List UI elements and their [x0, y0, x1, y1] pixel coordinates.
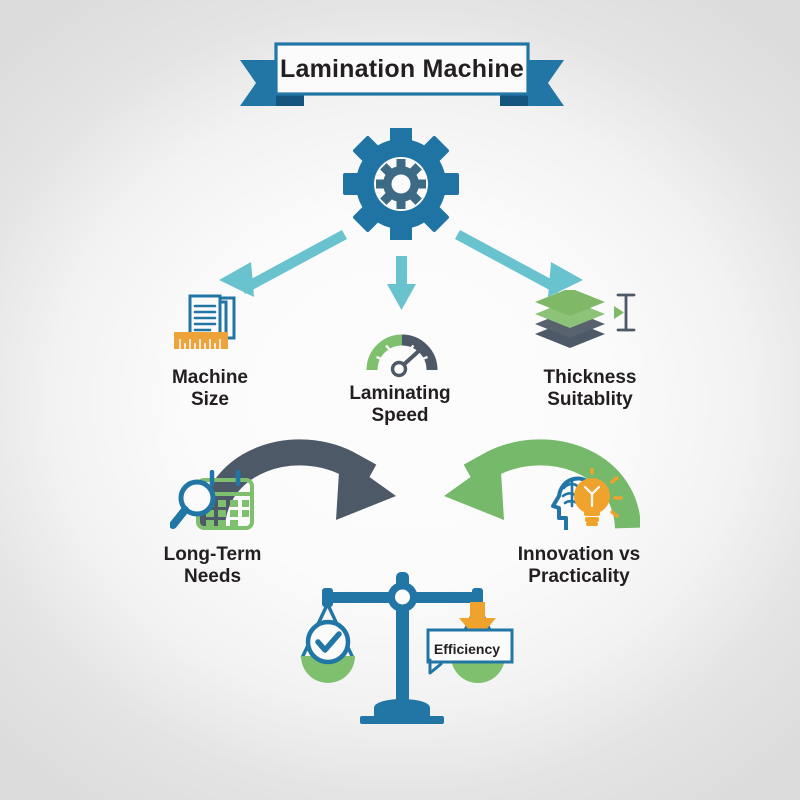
arrow-down	[386, 256, 418, 312]
arrow-down-left	[210, 226, 350, 298]
branch-label-thickness: Thickness Suitablity	[543, 367, 637, 411]
efficiency-tag	[420, 626, 516, 678]
speed-gauge-icon	[366, 326, 438, 378]
branch-label-laminating-speed: Laminating Speed	[349, 383, 451, 427]
calendar-magnifier-icon	[170, 470, 262, 536]
title-ribbon: Lamination Machine	[232, 38, 572, 110]
head-lightbulb-icon	[520, 468, 624, 538]
layers-thickness-icon	[530, 290, 640, 352]
branch-label-machine-size: Machine Size	[171, 367, 249, 411]
curved-arrow-dark	[200, 424, 420, 552]
consideration-label-innovation: Innovation vs Practicality	[517, 544, 641, 588]
gear-icon	[336, 128, 466, 240]
curved-arrow-green	[420, 424, 640, 552]
ribbon-shape	[240, 42, 564, 106]
consideration-label-long-term-needs: Long-Term Needs	[163, 544, 262, 588]
arrow-down-right	[452, 226, 592, 298]
documents-ruler-icon	[172, 294, 258, 356]
balance-scale-icon	[292, 566, 512, 736]
